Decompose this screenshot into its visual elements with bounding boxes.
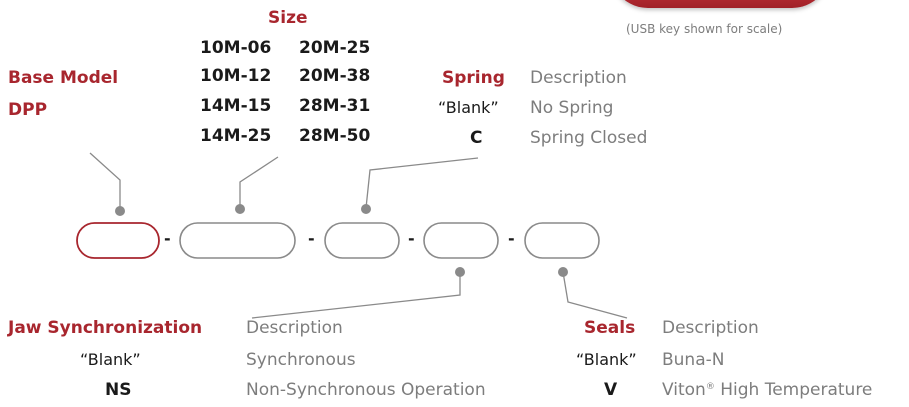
jaw-code: NS [105, 380, 132, 400]
spring-dot [361, 204, 371, 214]
spring-desc: Spring Closed [530, 128, 648, 148]
seals-desc: Buna-N [662, 350, 725, 370]
size-code: 28M-31 [299, 96, 371, 116]
size-code: 20M-25 [299, 38, 371, 58]
base-model-title: Base Model [8, 68, 119, 88]
jaw-desc: Synchronous [246, 350, 356, 370]
size-code: 14M-25 [200, 126, 272, 146]
jaw-code: “Blank” [80, 350, 141, 369]
spring-leader [365, 157, 479, 209]
spring-box [324, 222, 400, 259]
jaw-dot [455, 267, 465, 277]
seals-title: Seals [584, 318, 636, 338]
spring-desc-header: Description [530, 68, 627, 88]
seals-desc: Viton® High Temperature [662, 380, 873, 400]
scale-note: (USB key shown for scale) [626, 22, 783, 36]
jaw-desc-header: Description [246, 318, 343, 338]
size-title: Size [268, 8, 308, 28]
base-model-leader [89, 152, 121, 210]
seals-dot [558, 267, 568, 277]
size-box [179, 222, 296, 259]
jaw-leader [251, 272, 461, 319]
base-model-box [76, 222, 160, 259]
seals-box [524, 222, 600, 259]
jaw-title: Jaw Synchronization [8, 318, 203, 338]
separator: - [508, 229, 515, 248]
size-code: 28M-50 [299, 126, 371, 146]
size-code: 20M-38 [299, 66, 371, 86]
spring-desc: No Spring [530, 98, 614, 118]
size-code: 10M-12 [200, 66, 272, 86]
size-code: 10M-06 [200, 38, 272, 58]
spring-title: Spring [442, 68, 505, 88]
separator: - [408, 229, 415, 248]
base-model-value: DPP [8, 100, 48, 120]
seals-leader [562, 271, 628, 319]
base-model-dot [115, 206, 125, 216]
seals-desc-header: Description [662, 318, 759, 338]
seals-code: V [604, 380, 618, 400]
size-code: 14M-15 [200, 96, 272, 116]
seals-code: “Blank” [576, 350, 637, 369]
spring-code: C [470, 128, 483, 148]
jaw-desc: Non-Synchronous Operation [246, 380, 486, 400]
separator: - [308, 229, 315, 248]
separator: - [164, 229, 171, 248]
size-dot [235, 204, 245, 214]
spring-code: “Blank” [438, 98, 499, 117]
jaw-box [423, 222, 499, 259]
size-leader [239, 156, 279, 208]
usb-key-image [610, 0, 830, 8]
